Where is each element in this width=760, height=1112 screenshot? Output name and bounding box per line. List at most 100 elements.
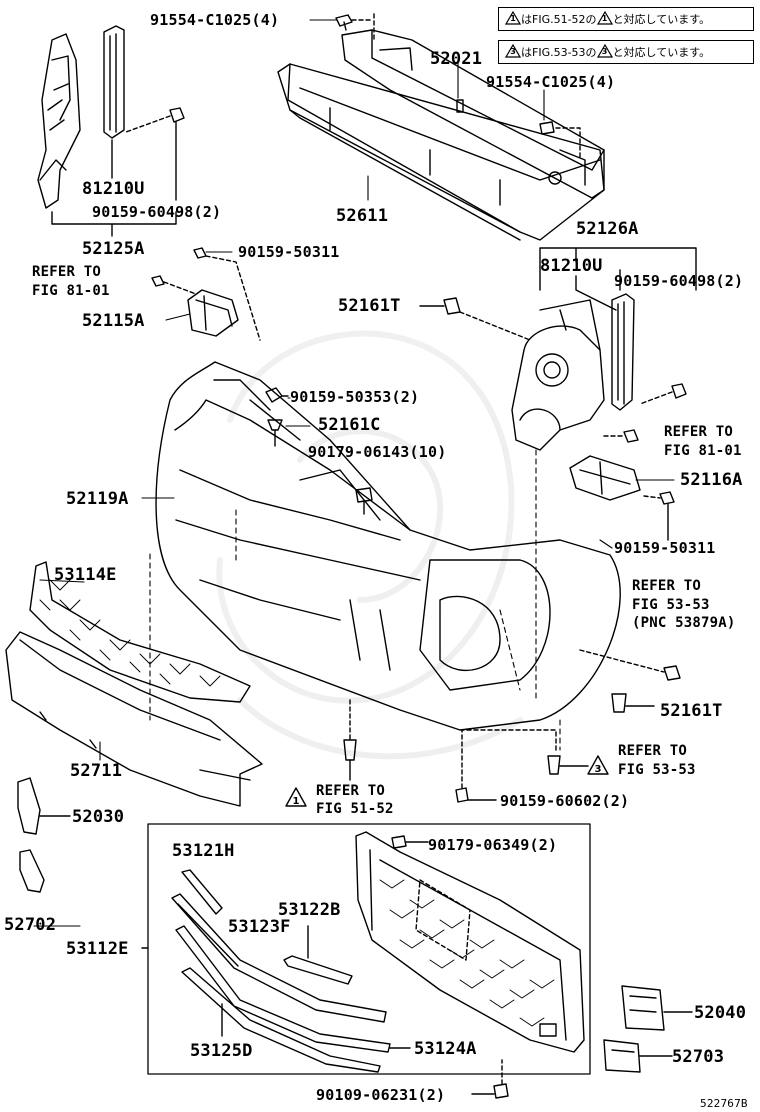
bumper-reinforcement-52611 [277, 63, 605, 241]
label-refer-53-53-a: REFER TO [632, 578, 702, 594]
label-81210u-right: 81210U [540, 256, 603, 276]
label-90159-60498-left: 90159-60498(2) [92, 203, 222, 221]
label-53124a: 53124A [414, 1039, 477, 1059]
callout-triangle-icon: 1 [596, 11, 613, 25]
clip-52161t-top [419, 297, 531, 341]
label-refer-51-52-b: FIG 51-52 [316, 801, 394, 817]
label-53125d: 53125D [190, 1041, 253, 1061]
nut-90179-06143 [355, 487, 373, 515]
beam-52021 [341, 29, 605, 199]
leader-52125a [51, 211, 177, 237]
leader-81210u-right [575, 275, 617, 311]
label-52161c: 52161C [318, 415, 381, 435]
label-81210u-left: 81210U [82, 179, 145, 199]
label-refer-53-53-2-b: FIG 53-53 [618, 762, 696, 778]
label-52161t-right: 52161T [660, 701, 723, 721]
molding-53122b [283, 925, 353, 985]
label-refer-53-53-c: (PNC 53879A) [632, 615, 736, 631]
label-91554-c1025-right: 91554-C1025(4) [486, 73, 616, 91]
callout-triangle-icon: 1 [505, 11, 521, 25]
reflector-81210u-right [611, 269, 635, 411]
lamp-bracket-52125a [37, 33, 81, 209]
clip-53-53 [547, 755, 589, 775]
label-52030: 52030 [72, 807, 125, 827]
lamp-bracket-52126a [511, 299, 605, 451]
note-1-text-a: はFIG.51-52の [521, 13, 597, 26]
grille-group-box [147, 823, 591, 1075]
bolt-90109-06231 [471, 1059, 509, 1099]
label-52711: 52711 [70, 761, 123, 781]
label-90109-06231: 90109-06231(2) [316, 1086, 446, 1104]
molding-53124a [175, 925, 411, 1053]
clip-90159-50353 [265, 387, 289, 403]
label-90159-50353: 90159-50353(2) [290, 388, 420, 406]
note-3-text-a: はFIG.53-53の [521, 46, 597, 59]
label-52040: 52040 [694, 1003, 747, 1023]
label-52119a: 52119A [66, 489, 129, 509]
bolt-91554-right [539, 121, 581, 161]
label-refer-81-01-right-b: FIG 81-01 [664, 443, 742, 459]
spoiler-52711 [5, 631, 263, 807]
label-91554-c1025-top: 91554-C1025(4) [150, 11, 280, 29]
leaders [33, 19, 675, 927]
leader-52126a [539, 247, 697, 291]
label-53112e: 53112E [66, 939, 129, 959]
watermark [216, 330, 523, 760]
clip-52161c [267, 419, 283, 447]
bracket-52116a [569, 429, 675, 541]
label-52116a: 52116A [680, 470, 743, 490]
label-90179-06143: 90179-06143(10) [308, 443, 447, 461]
part-52702 [19, 849, 45, 893]
clip-lower-center [343, 699, 357, 781]
label-52125a: 52125A [82, 239, 145, 259]
molding-53123f [171, 893, 387, 1023]
callout-triangle-1 [285, 787, 307, 807]
callout-triangle-icon: 3 [505, 44, 521, 58]
label-53121h: 53121H [172, 841, 235, 861]
label-refer-51-52-a: REFER TO [316, 783, 386, 799]
part-52703 [603, 1039, 673, 1073]
label-53122b: 53122B [278, 900, 341, 920]
label-52161t-top: 52161T [338, 296, 401, 316]
dashed-leaders [149, 449, 561, 751]
bolt-91554-top [335, 13, 375, 41]
clip-52161t-right [611, 693, 655, 713]
note-1-text-b: と対応しています。 [612, 13, 711, 26]
screw-90159-60602 [455, 729, 557, 803]
label-90179-06349: 90179-06349(2) [428, 836, 558, 854]
radiator-grille-53112e [355, 831, 585, 1053]
label-90159-50311-top: 90159-50311 [238, 243, 340, 261]
callout-3-number: 3 [595, 764, 602, 775]
label-refer-81-01-left-a: REFER TO [32, 264, 102, 280]
label-refer-81-01-right-a: REFER TO [664, 424, 734, 440]
label-90159-50311-right: 90159-50311 [614, 539, 716, 557]
callout-triangle-3 [587, 755, 609, 775]
reflector-81210u-left [103, 25, 125, 179]
label-refer-81-01-left-b: FIG 81-01 [32, 283, 110, 299]
label-52021: 52021 [430, 49, 483, 69]
label-refer-53-53-2-a: REFER TO [618, 743, 688, 759]
note-3-text-b: と対応しています。 [612, 46, 711, 59]
label-90159-60602: 90159-60602(2) [500, 792, 630, 810]
label-52703: 52703 [672, 1047, 725, 1067]
label-52115a: 52115A [82, 311, 145, 331]
label-refer-53-53-b: FIG 53-53 [632, 597, 710, 613]
label-52126a: 52126A [576, 219, 639, 239]
callout-triangle-icon: 3 [596, 44, 613, 58]
callout-1-number: 1 [293, 796, 300, 807]
label-52702: 52702 [4, 915, 57, 935]
label-90159-60498-right: 90159-60498(2) [614, 272, 744, 290]
screw-90159-60498-right [639, 383, 687, 405]
clip-53879a [579, 649, 681, 681]
label-52611: 52611 [336, 206, 389, 226]
molding-53125d [181, 967, 381, 1073]
label-53114e: 53114E [54, 565, 117, 585]
label-53123f: 53123F [228, 917, 291, 937]
part-52030 [17, 777, 71, 835]
screw-90159-60498-left [125, 107, 185, 201]
bumper-cover-52119a [155, 361, 621, 731]
molding-53121h [181, 869, 223, 915]
